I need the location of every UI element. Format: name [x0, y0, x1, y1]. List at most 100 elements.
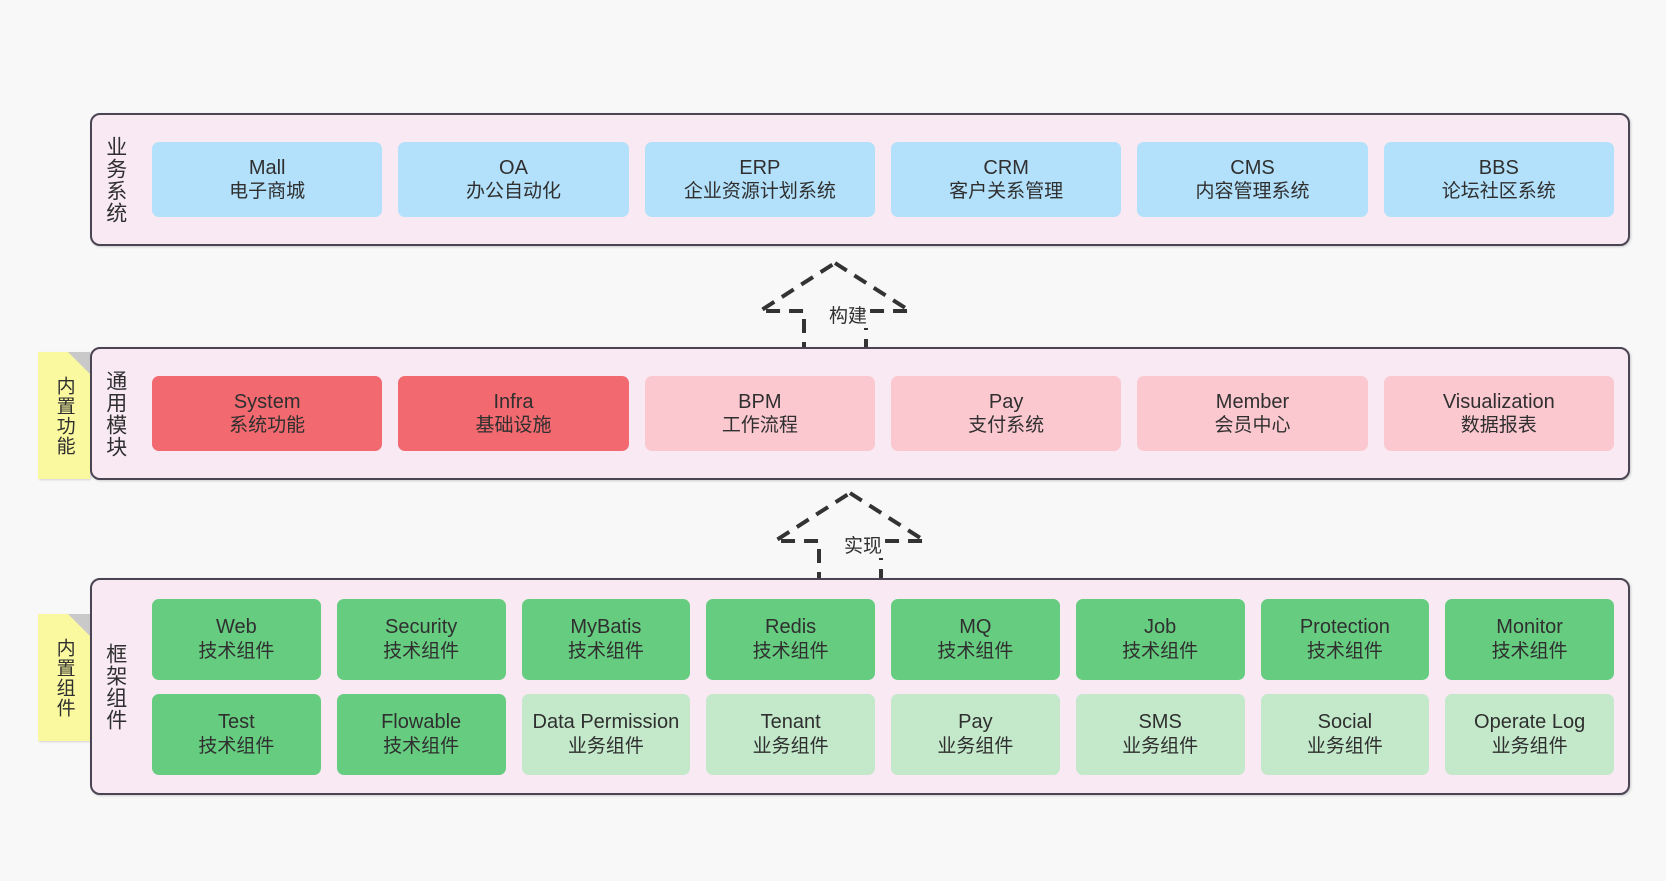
module-box-operate-log[interactable]: Operate Log 业务组件 [1445, 693, 1614, 775]
module-title: Pay [988, 390, 1024, 413]
module-box-security[interactable]: Security 技术组件 [336, 598, 506, 680]
module-subtitle: 系统功能 [229, 415, 306, 437]
arrow-implement: 实现 [755, 485, 945, 585]
module-subtitle: 业务组件 [567, 735, 644, 757]
module-box-data-permission[interactable]: Data Permission 业务组件 [521, 693, 691, 775]
module-box-pay[interactable]: Pay 支付系统 [890, 376, 1122, 451]
layer-common-module[interactable]: 通用模块 System 系统功能 Infra 基础设施 BPM 工作流程 Pay… [90, 347, 1630, 480]
module-box-member[interactable]: Member 会员中心 [1137, 376, 1368, 451]
module-row: System 系统功能 Infra 基础设施 BPM 工作流程 Pay 支付系统… [152, 376, 1614, 451]
arrow-build-label: 构建 [827, 301, 870, 328]
sticky-fold-icon [68, 614, 90, 636]
module-title: Redis [765, 616, 817, 639]
module-title: Protection [1299, 616, 1390, 639]
module-box-social[interactable]: Social 业务组件 [1260, 693, 1430, 775]
layer-common-module-label: 通用模块 [103, 369, 127, 458]
module-title: Flowable [381, 711, 462, 734]
module-subtitle: 技术组件 [383, 640, 460, 662]
module-subtitle: 支付系统 [968, 415, 1045, 437]
sticky-note-builtin-component[interactable]: 内置组件 [38, 614, 90, 741]
module-box-mybatis[interactable]: MyBatis 技术组件 [521, 598, 691, 680]
module-box-monitor[interactable]: Monitor 技术组件 [1445, 598, 1614, 680]
arrow-implement-icon [768, 490, 932, 583]
module-subtitle: 业务组件 [1306, 735, 1383, 757]
arrow-build: 构建 [740, 255, 930, 355]
module-box-visualization[interactable]: Visualization 数据报表 [1383, 376, 1614, 451]
module-title: Security [385, 616, 458, 639]
layer-business-system[interactable]: 业务系统 Mall 电子商城 OA 办公自动化 ERP 企业资源计划系统 CRM… [90, 113, 1630, 246]
module-subtitle: 会员中心 [1214, 415, 1291, 437]
layer-framework-component[interactable]: 框架组件 Web 技术组件 Security 技术组件 MyBatis 技术组件… [90, 578, 1630, 795]
sticky-fold-icon [68, 352, 90, 374]
module-box-system[interactable]: System 系统功能 [152, 376, 383, 451]
module-title: CRM [983, 156, 1029, 179]
module-subtitle: 客户关系管理 [949, 181, 1064, 203]
layer-common-module-body: System 系统功能 Infra 基础设施 BPM 工作流程 Pay 支付系统… [138, 349, 1628, 478]
arrow-build-icon [753, 260, 917, 353]
module-box-test[interactable]: Test 技术组件 [152, 693, 321, 775]
module-subtitle: 企业资源计划系统 [683, 181, 836, 203]
module-subtitle: 数据报表 [1460, 415, 1537, 437]
module-title: MyBatis [570, 616, 642, 639]
sticky-note-builtin-function[interactable]: 内置功能 [38, 352, 90, 479]
module-subtitle: 业务组件 [752, 735, 829, 757]
module-box-oa[interactable]: OA 办公自动化 [398, 142, 629, 217]
module-subtitle: 技术组件 [937, 640, 1014, 662]
module-title: Member [1215, 390, 1290, 413]
module-subtitle: 技术组件 [198, 735, 275, 757]
module-box-redis[interactable]: Redis 技术组件 [706, 598, 875, 680]
module-subtitle: 业务组件 [1491, 735, 1568, 757]
module-box-bbs[interactable]: BBS 论坛社区系统 [1383, 142, 1614, 217]
layer-framework-component-body: Web 技术组件 Security 技术组件 MyBatis 技术组件 Redi… [138, 580, 1628, 793]
module-box-protection[interactable]: Protection 技术组件 [1260, 598, 1430, 680]
module-subtitle: 技术组件 [1122, 640, 1199, 662]
module-row: Test 技术组件 Flowable 技术组件 Data Permission … [152, 693, 1614, 775]
module-box-cms[interactable]: CMS 内容管理系统 [1137, 142, 1368, 217]
module-title: Operate Log [1474, 711, 1586, 734]
module-title: Monitor [1496, 616, 1563, 639]
module-title: OA [499, 156, 528, 179]
module-subtitle: 论坛社区系统 [1441, 181, 1556, 203]
module-subtitle: 技术组件 [752, 640, 829, 662]
layer-framework-component-label: 框架组件 [103, 642, 127, 731]
module-box-web[interactable]: Web 技术组件 [152, 598, 321, 680]
module-title: Pay [958, 711, 993, 734]
sticky-note-label: 内置组件 [53, 637, 75, 718]
module-title: Data Permission [532, 711, 680, 734]
module-box-job[interactable]: Job 技术组件 [1075, 598, 1245, 680]
module-box-pay-business[interactable]: Pay 业务组件 [891, 693, 1060, 775]
module-title: BBS [1478, 156, 1519, 179]
module-title: Web [215, 616, 257, 639]
module-title: CMS [1230, 156, 1275, 179]
sticky-note-label: 内置功能 [53, 375, 75, 456]
module-box-infra[interactable]: Infra 基础设施 [398, 376, 629, 451]
module-subtitle: 业务组件 [937, 735, 1014, 757]
module-subtitle: 技术组件 [198, 640, 275, 662]
module-box-erp[interactable]: ERP 企业资源计划系统 [644, 142, 875, 217]
module-box-mall[interactable]: Mall 电子商城 [152, 142, 383, 217]
module-subtitle: 内容管理系统 [1195, 181, 1310, 203]
module-box-flowable[interactable]: Flowable 技术组件 [336, 693, 506, 775]
module-title: Tenant [760, 711, 821, 734]
module-title: Infra [493, 390, 534, 413]
module-subtitle: 技术组件 [1306, 640, 1383, 662]
module-box-bpm[interactable]: BPM 工作流程 [644, 376, 875, 451]
layer-business-system-body: Mall 电子商城 OA 办公自动化 ERP 企业资源计划系统 CRM 客户关系… [138, 115, 1628, 244]
module-title: MQ [959, 616, 992, 639]
module-subtitle: 工作流程 [721, 415, 798, 437]
module-row: Web 技术组件 Security 技术组件 MyBatis 技术组件 Redi… [152, 598, 1614, 680]
module-box-mq[interactable]: MQ 技术组件 [891, 598, 1060, 680]
module-subtitle: 业务组件 [1122, 735, 1199, 757]
module-box-sms[interactable]: SMS 业务组件 [1075, 693, 1245, 775]
module-subtitle: 办公自动化 [465, 181, 561, 203]
module-title: Visualization [1442, 390, 1555, 413]
module-title: SMS [1138, 711, 1182, 734]
module-subtitle: 技术组件 [567, 640, 644, 662]
module-title: Job [1144, 616, 1177, 639]
module-subtitle: 技术组件 [1491, 640, 1568, 662]
module-subtitle: 技术组件 [383, 735, 460, 757]
module-box-crm[interactable]: CRM 客户关系管理 [890, 142, 1122, 217]
layer-business-system-label: 业务系统 [103, 135, 127, 224]
module-box-tenant[interactable]: Tenant 业务组件 [706, 693, 875, 775]
